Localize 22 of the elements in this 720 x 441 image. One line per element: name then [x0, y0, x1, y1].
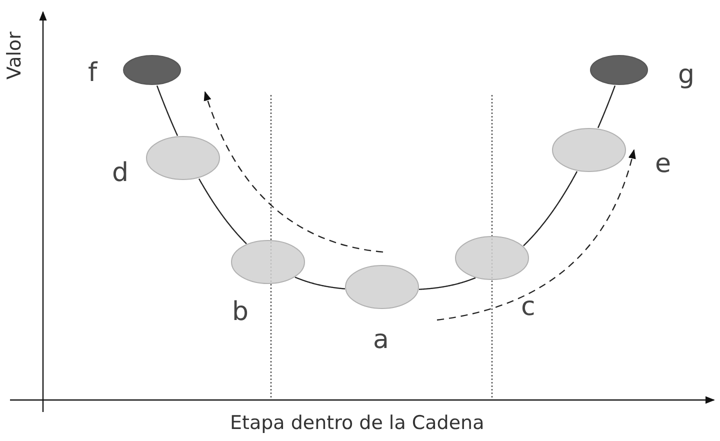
stage-letter: d — [112, 160, 129, 186]
stage-ellipse — [552, 128, 626, 172]
stage-letter: e — [655, 151, 671, 177]
curve-segment — [523, 171, 578, 246]
curve-segment — [418, 277, 476, 290]
stage-ellipse — [123, 55, 181, 85]
curve-segment — [198, 178, 247, 244]
stage-letter: c — [521, 294, 536, 320]
curve-segment — [156, 85, 178, 136]
stage-letter: b — [232, 299, 249, 325]
curve-segment — [294, 276, 346, 290]
axis-title: Valor — [5, 31, 24, 79]
axis-title: Etapa dentro de la Cadena — [230, 414, 484, 433]
stage-ellipse — [455, 236, 529, 280]
curve-segment — [597, 85, 616, 128]
stage-letter: g — [678, 62, 695, 88]
stage-ellipse — [146, 136, 220, 180]
stage-letter: f — [88, 60, 98, 86]
stage-letter: a — [373, 327, 389, 353]
stage-ellipse — [345, 265, 419, 309]
stage-ellipse — [590, 55, 648, 85]
stage-ellipse — [231, 240, 305, 284]
